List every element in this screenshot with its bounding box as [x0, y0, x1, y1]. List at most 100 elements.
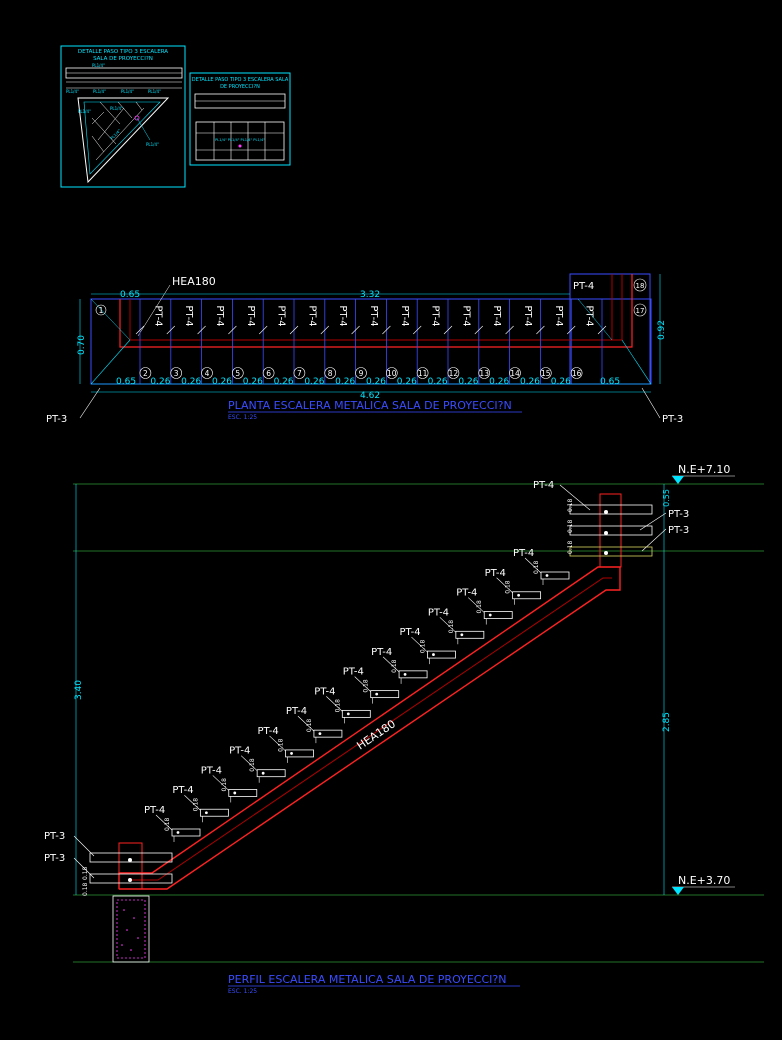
profile-step-riser-dim: 0.18	[419, 640, 426, 654]
profile-step-leader	[326, 696, 343, 712]
plan-step-dim: 0.26	[274, 377, 294, 387]
plan-step-number: 12	[449, 369, 459, 378]
profile-step-tread	[341, 709, 371, 718]
plan-step-number: 16	[572, 369, 582, 378]
plan-num-top-right-circle	[633, 278, 647, 292]
profile-step-riser-dim: 0.18	[306, 719, 313, 733]
profile-top-column	[599, 493, 622, 568]
detail-1-row-label-1: PL1/4"	[66, 89, 79, 94]
profile-title: PERFIL ESCALERA METALICA SALA DE PROYECC…	[228, 973, 506, 986]
profile-step-tread	[313, 729, 343, 738]
profile-pt3-left-1: PT-3	[44, 831, 65, 842]
plan-tread-tick	[135, 325, 145, 335]
profile-step-bolt	[318, 732, 322, 736]
profile-step-tread	[398, 670, 428, 679]
detail-1-small-label-2: PL1/4"	[78, 109, 91, 114]
detail-1-triangle	[77, 97, 170, 184]
plan-tread-tick	[258, 325, 268, 335]
plan-pt3-left-leader	[79, 387, 101, 419]
plan-step-number: 2	[143, 369, 148, 378]
profile-step-bolt	[488, 613, 492, 617]
profile-step-leader	[269, 735, 286, 752]
profile-view: N.E+7.10 N.E+3.70 3.40 2.85 0.55 HEA180 …	[44, 463, 764, 995]
plan-step-number-circle	[293, 367, 306, 379]
profile-pt4-top-leader	[559, 484, 591, 511]
plan-step-dim: 0.26	[366, 377, 386, 387]
profile-bottom-tread-2	[89, 873, 173, 884]
profile-step-label: PT-4	[343, 667, 364, 678]
plan-chamfer-top-left	[90, 298, 131, 341]
profile-landing-dim-2: 0.18	[567, 519, 574, 533]
profile-step-riser-dim: 0.18	[192, 798, 199, 812]
plan-tread-tick	[566, 325, 576, 335]
plan-step-dim: 0.26	[304, 377, 324, 387]
profile-foundation-rebar	[116, 899, 146, 959]
plan-beam-label: HEA180	[172, 275, 216, 288]
plan-dim-right-vert: 0.92	[657, 320, 667, 340]
profile-step-label: PT-4	[258, 726, 279, 737]
plan-step-dim: 0.26	[551, 377, 571, 387]
plan-step-dim: 0.26	[397, 377, 417, 387]
plan-tread-tick	[382, 325, 391, 335]
plan-tread-label: PT-4	[368, 305, 379, 326]
profile-step-bolt	[290, 752, 293, 755]
plan-tread-tick	[536, 325, 545, 335]
profile-step-riser-dim: 0.18	[391, 659, 398, 673]
profile-landing-tread-3	[569, 546, 653, 557]
plan-tread-tick	[289, 325, 299, 335]
profile-landing-tread-1	[569, 504, 653, 515]
plan-pt3-right: PT-3	[662, 414, 683, 425]
plan-step-number-circle	[570, 367, 583, 379]
plan-step-number: 3	[174, 369, 179, 378]
plan-tread-label: PT-4	[245, 305, 256, 326]
detail-1-leader	[136, 117, 151, 141]
plan-stringer-dark	[129, 274, 623, 341]
detail-1-label-top: PL1/4"	[92, 63, 105, 68]
detail-2-hatch-label: PL1/4" PL1/4" PL1/4" PL1/4"	[215, 138, 265, 142]
profile-stringer-inner	[128, 577, 612, 881]
plan-step-number: 6	[266, 369, 271, 378]
profile-landing-tread-2	[569, 525, 653, 536]
profile-step-label: PT-4	[513, 548, 534, 559]
plan-tread-label: PT-4	[460, 305, 471, 326]
profile-bottom-bolt-2	[128, 878, 132, 882]
plan-step-number: 15	[541, 369, 551, 378]
profile-step-label: PT-4	[286, 706, 307, 717]
plan-dim-bottom-left: 0.65	[116, 377, 136, 387]
plan-step-number-circle	[139, 367, 152, 379]
detail-2-panel: DETALLE PASO TIPO 3 ESCALERA SALA DE PRO…	[189, 72, 291, 166]
plan-tread-label: PT-4	[337, 305, 348, 326]
plan-step-dim: 0.26	[212, 377, 232, 387]
plan-step-number-circle	[539, 367, 552, 379]
plan-step-number-circle	[416, 367, 429, 379]
plan-step-number-circle	[170, 367, 182, 379]
profile-pt3-right-2: PT-3	[668, 525, 689, 536]
profile-step-label: PT-4	[485, 568, 506, 579]
plan-num-start-circle	[95, 304, 107, 316]
plan-step-number: 11	[418, 369, 428, 378]
profile-level-bottom-label: N.E+3.70	[678, 874, 730, 887]
plan-step-dim: 0.26	[458, 377, 478, 387]
profile-step-bolt	[176, 831, 180, 834]
plan-step-number: 8	[328, 369, 333, 378]
profile-step-riser-dim: 0.18	[249, 758, 256, 772]
detail-1-grid	[91, 101, 145, 161]
profile-pt3-right-1: PT-3	[668, 509, 689, 520]
detail-1-small-label-1: PL1/4"	[146, 142, 159, 147]
profile-step-tread	[256, 769, 286, 778]
profile-step-riser-dim: 0.18	[221, 778, 228, 792]
plan-dim-top-left: 0.65	[120, 290, 140, 300]
plan-tread-tick	[351, 325, 360, 335]
plan-tread-label: PT-4	[214, 305, 225, 326]
detail-1-marker	[134, 115, 140, 121]
plan-step-dim: 0.26	[428, 377, 448, 387]
profile-dim-left: 3.40	[74, 680, 84, 700]
profile-step-bolt	[432, 653, 435, 656]
profile-bottom-dim-1: 0.18	[82, 866, 89, 880]
profile-dim-right: 2.85	[662, 712, 672, 732]
plan-corner-label: PT-4	[573, 281, 594, 292]
detail-2-section	[195, 121, 285, 161]
plan-step-dim: 0.26	[520, 377, 540, 387]
plan-step-number-circle	[201, 367, 213, 379]
